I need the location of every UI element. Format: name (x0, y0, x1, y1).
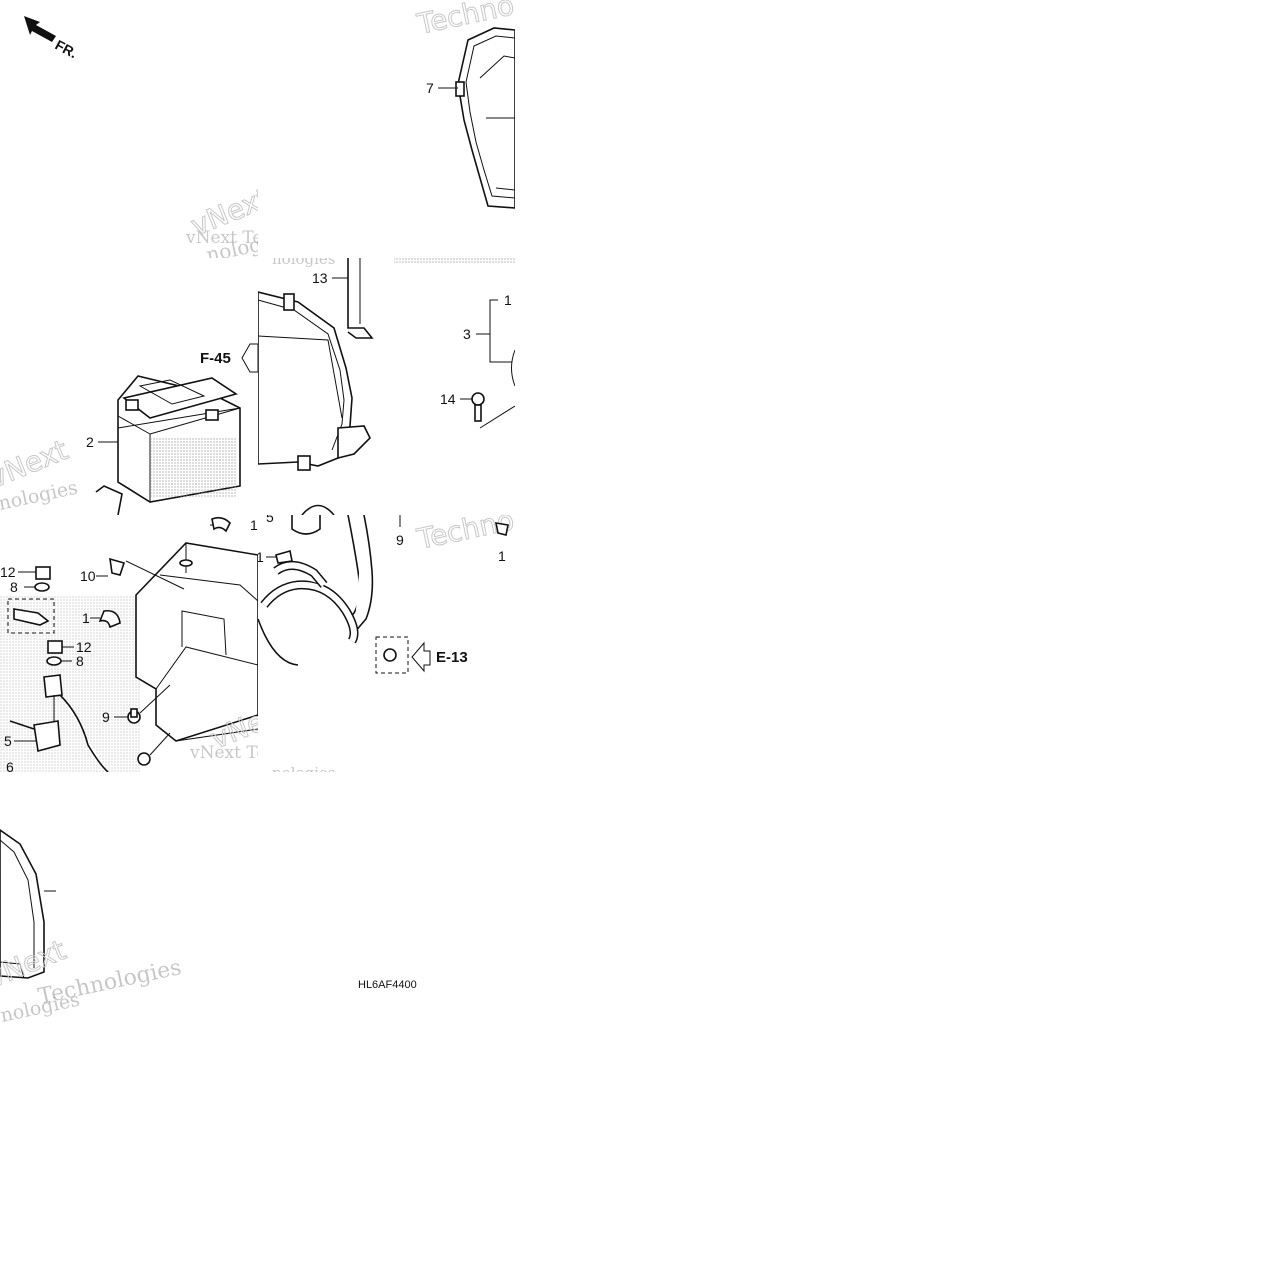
tile-middle-left: F-45 2 vNext nologies (0, 258, 258, 515)
battery-box (135, 542, 258, 742)
watermark: vNext Tec (185, 228, 258, 248)
callout: 13 (312, 270, 328, 286)
callout: 5 (4, 733, 12, 749)
callout: 8 (76, 653, 84, 669)
tile-lower-middle: 5 9 Techno 1 1 E-13 nologies (258, 515, 515, 772)
callout: 12 (76, 639, 92, 655)
washer-icon (46, 656, 62, 666)
nut-icon (35, 566, 51, 580)
air-box-bottom (258, 291, 371, 471)
tile-center: nologies 13 1 3 (258, 258, 515, 515)
air-box-cover (455, 27, 515, 209)
callout: 2 (86, 434, 94, 450)
bolt-icon (137, 752, 151, 766)
breather-hose (258, 561, 359, 666)
reference-label: E-13 (436, 649, 468, 666)
reference-label: F-45 (200, 350, 231, 367)
tile-bottom-middle: HL6AF4400 (258, 772, 515, 1030)
battery (117, 375, 241, 503)
tile-top-middle: Techno 7 (258, 0, 515, 258)
callout: 10 (80, 568, 96, 584)
callout: 14 (440, 391, 456, 407)
front-arrow-icon (24, 16, 56, 42)
clamp-icon (211, 516, 231, 533)
callout: 7 (426, 80, 434, 96)
arrow-left-icon (241, 343, 258, 373)
callout: 3 (463, 326, 471, 342)
side-cover (0, 829, 45, 979)
tile-bottom-left: vNext nologies Technologies (0, 772, 258, 1030)
washer-icon (34, 582, 50, 592)
watermark: nologies (272, 258, 336, 268)
callout: 1 (250, 517, 258, 533)
nut-icon (47, 640, 63, 654)
tile-lower-left: 12 8 12 8 5 6 10 (0, 515, 258, 772)
clamp-icon (98, 609, 121, 629)
watermark: nologies (272, 764, 336, 772)
callout: 9 (102, 709, 110, 725)
callout: 1 (82, 610, 90, 626)
bracket (347, 258, 374, 339)
callout: 12 (0, 564, 16, 580)
front-marker: FR. (53, 37, 80, 62)
bolt-icon (471, 392, 485, 422)
clip-icon (109, 557, 126, 576)
nut-icon (383, 648, 397, 662)
callout: 5 (266, 515, 274, 525)
callout: 9 (396, 532, 404, 548)
tile-top-left: FR. vNext Tec vNext nologies (0, 0, 258, 258)
callout: 1 (498, 548, 506, 564)
starter-relay (9, 674, 63, 753)
watermark: vNext Tec (189, 743, 258, 763)
callout: 8 (10, 579, 18, 595)
diagram-code: HL6AF4400 (358, 979, 417, 991)
clip-icon (494, 522, 509, 536)
callout: 1 (258, 549, 264, 565)
arrow-right-icon (411, 641, 431, 673)
callout: 6 (6, 759, 14, 772)
callout: 1 (504, 292, 512, 308)
